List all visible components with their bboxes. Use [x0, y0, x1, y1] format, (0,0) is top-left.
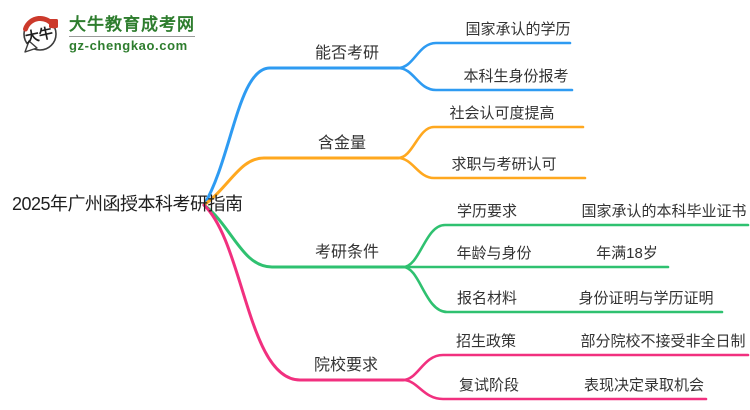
node-can-apply: 能否考研 [314, 45, 380, 62]
node-state-recognized: 国家承认的学历 [465, 21, 571, 38]
branch-conditions-child1-line [401, 223, 750, 269]
logo-site-name: 大牛教育成考网 [69, 15, 195, 34]
branch-conditions-child3-line [401, 265, 724, 314]
node-education-requirement: 学历要求 [456, 203, 518, 220]
mindmap-root-title: 2025年广州函授本科考研指南 [12, 194, 243, 214]
node-education-requirement-detail: 国家承认的本科毕业证书 [581, 203, 747, 220]
node-retest-stage-detail: 表现决定录取机会 [583, 377, 705, 394]
node-apply-as-bachelor: 本科生身份报考 [463, 68, 569, 85]
logo-text: 大牛教育成考网 gz-chengkao.com [69, 15, 195, 53]
node-job-and-exam-recognition: 求职与考研认可 [451, 156, 557, 173]
node-school-reqs: 院校要求 [313, 357, 379, 374]
branch-can-apply-line [202, 66, 400, 207]
logo-icon-text: 大牛 [24, 24, 55, 45]
branch-school-reqs-child2-line [401, 378, 708, 401]
logo-site-domain: gz-chengkao.com [69, 36, 195, 53]
node-age-identity-detail: 年满18岁 [596, 245, 658, 262]
node-conditions: 考研条件 [314, 244, 380, 261]
node-admission-policy: 招生政策 [455, 333, 517, 350]
branch-value-child2-line [396, 156, 587, 180]
node-admission-policy-detail: 部分院校不接受非全日制 [580, 333, 746, 350]
node-materials: 报名材料 [456, 290, 518, 307]
logo-bull-icon: 大牛 [23, 15, 58, 53]
branch-can-apply-child2-line [396, 66, 574, 92]
node-value: 含金量 [317, 135, 367, 152]
node-age-identity: 年龄与身份 [456, 245, 532, 262]
node-retest-stage: 复试阶段 [458, 377, 520, 394]
branch-value-line [202, 156, 400, 207]
branch-can-apply-child1-line [396, 41, 572, 70]
site-logo: 大牛 大牛教育成考网 gz-chengkao.com [20, 12, 195, 56]
branch-conditions-line [202, 203, 405, 269]
branch-value-child1-line [396, 125, 585, 160]
branch-school-reqs-child1-line [401, 353, 750, 382]
branch-school-reqs-line [202, 203, 405, 382]
node-materials-detail: 身份证明与学历证明 [578, 290, 714, 307]
node-social-recognition: 社会认可度提高 [449, 105, 555, 122]
